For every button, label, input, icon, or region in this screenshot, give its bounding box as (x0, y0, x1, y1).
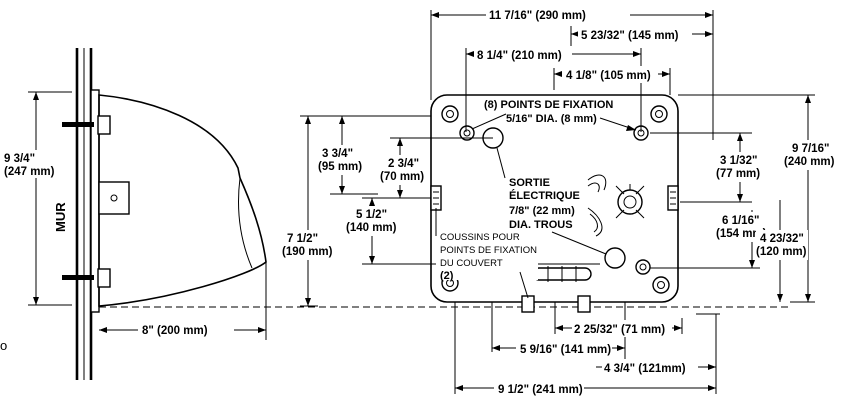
top-dimensions: 11 7/16" (290 mm) 5 23/32" (145 mm) 8 1/… (430, 6, 714, 140)
right-dim2-mm: (154 mm) (716, 228, 767, 240)
fixation-hole (635, 259, 651, 275)
left-dim4: 7 1/2" (287, 233, 318, 245)
cushion-callout-3: DU COUVERT (440, 258, 503, 269)
knockout-spokes (615, 184, 645, 219)
cushion-callout-1: COUSSINS POUR (440, 232, 520, 243)
right-dim3: 4 23/32" (760, 233, 804, 245)
hole-span-label: 8 1/4" (210 mm) (477, 50, 562, 62)
outlet-callout-4: DIA. TROUS (509, 219, 573, 231)
fixation-callout-1: (8) POINTS DE FIXATION (484, 99, 613, 111)
center-offset-label: 4 1/8" (105 mm) (566, 70, 651, 82)
corner-hole (441, 105, 459, 123)
outlet-hole (604, 247, 626, 269)
left-dimensions: 7 1/2" (190 mm) 3 3/4" (95 mm) 2 3/4" (7… (282, 115, 600, 307)
arrow (258, 327, 266, 333)
bottom-tab-right (577, 295, 591, 313)
bottom-dimensions: 2 25/32" (71 mm) 5 9/16" (141 mm) 4 3/4"… (454, 302, 720, 397)
right-dim3-mm: (120 mm) (756, 246, 807, 258)
right-dimensions: 9 7/16" (240 mm) 3 1/32" (77 mm) 6 1/16"… (650, 94, 835, 303)
top-bolt (62, 122, 94, 127)
arrow (99, 327, 107, 333)
right-offset-label: 5 23/32" (145 mm) (581, 30, 679, 42)
outlet-callout-3: 7/8" (22 mm) (509, 205, 575, 217)
bottom-dim3: 4 3/4" (121mm) (604, 363, 686, 375)
center-knockout (617, 189, 643, 215)
side-bracket (98, 181, 130, 215)
arrow (33, 297, 39, 305)
bottom-bolt (62, 275, 94, 280)
bottom-bolt-nut (97, 268, 111, 288)
left-dim1: 3 3/4" (322, 148, 353, 160)
fixation-hole (459, 125, 475, 141)
outlet-callout-1: SORTIE (509, 177, 550, 189)
left-dim3: 5 1/2" (356, 209, 387, 221)
arc-knockout (587, 174, 607, 193)
left-dim3-mm: (140 mm) (346, 222, 397, 234)
right-overall-height-mm: (240 mm) (784, 156, 835, 168)
edge-letter: o (0, 338, 7, 353)
left-dim4-mm: (190 mm) (282, 246, 333, 258)
top-bolt-nut (97, 115, 111, 135)
cushion-callout-2: POINTS DE FIXATION (440, 245, 537, 256)
right-dim1-mm: (77 mm) (716, 168, 760, 180)
left-dim1-mm: (95 mm) (318, 161, 362, 173)
bottom-tab-left (521, 295, 535, 313)
unit-profile (98, 94, 267, 307)
corner-hole (650, 105, 668, 123)
outlet-callout-2: ÉLECTRIQUE (509, 189, 580, 202)
side-height-label: 9 3/4" (4, 153, 35, 165)
unit-profile-inner (238, 177, 253, 269)
callouts: (8) POINTS DE FIXATION 5/16" DIA. (8 mm)… (435, 97, 637, 299)
left-dim2-mm: (70 mm) (380, 171, 424, 183)
overall-width-label: 11 7/16" (290 mm) (489, 10, 586, 22)
right-dim1: 3 1/32" (720, 155, 757, 167)
bracket-hole (110, 194, 118, 202)
right-dim2: 6 1/16" (722, 215, 759, 227)
fixation-callout-2: 5/16" DIA. (8 mm) (506, 113, 597, 125)
depth-label: 8" (200 mm) (142, 325, 208, 337)
side-view: 9 3/4" (247 mm) MUR 8" (200 mm) o (0, 48, 790, 380)
corner-hole (652, 276, 670, 294)
bottom-dim1: 2 25/32" (71 mm) (574, 324, 665, 336)
bottom-dim4: 9 1/2" (241 mm) (498, 384, 583, 396)
left-dim2: 2 3/4" (388, 158, 419, 170)
right-overall-height: 9 7/16" (792, 143, 829, 155)
side-height-mm: (247 mm) (4, 166, 55, 178)
arrow (33, 92, 39, 100)
arc-knockout (587, 207, 603, 237)
cushion-callout-4: (2) (440, 270, 454, 282)
wall-label: MUR (53, 202, 68, 232)
bottom-dim2: 5 9/16" (141 mm) (520, 344, 611, 356)
